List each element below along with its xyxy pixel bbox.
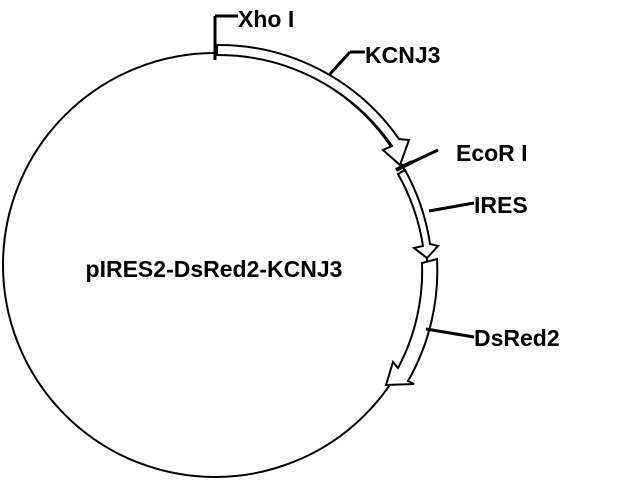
kcnj3-leader [328, 50, 352, 76]
plasmid-name: pIRES2-DsRed2-KCNJ3 [86, 256, 343, 282]
kcnj3-arrow [216, 43, 411, 167]
ecor-i-label: EcoR I [456, 140, 528, 166]
dsred2-label: DsRed2 [474, 325, 560, 351]
dsred2-arrow [384, 257, 439, 387]
ires-label: IRES [474, 192, 528, 218]
ires-arrow [396, 168, 440, 260]
ecor-i-leader [403, 148, 439, 168]
ires-leader [428, 201, 475, 213]
xho-i-label: Xho I [238, 6, 294, 32]
dsred2-leader [425, 327, 475, 339]
kcnj3-label: KCNJ3 [365, 42, 440, 68]
